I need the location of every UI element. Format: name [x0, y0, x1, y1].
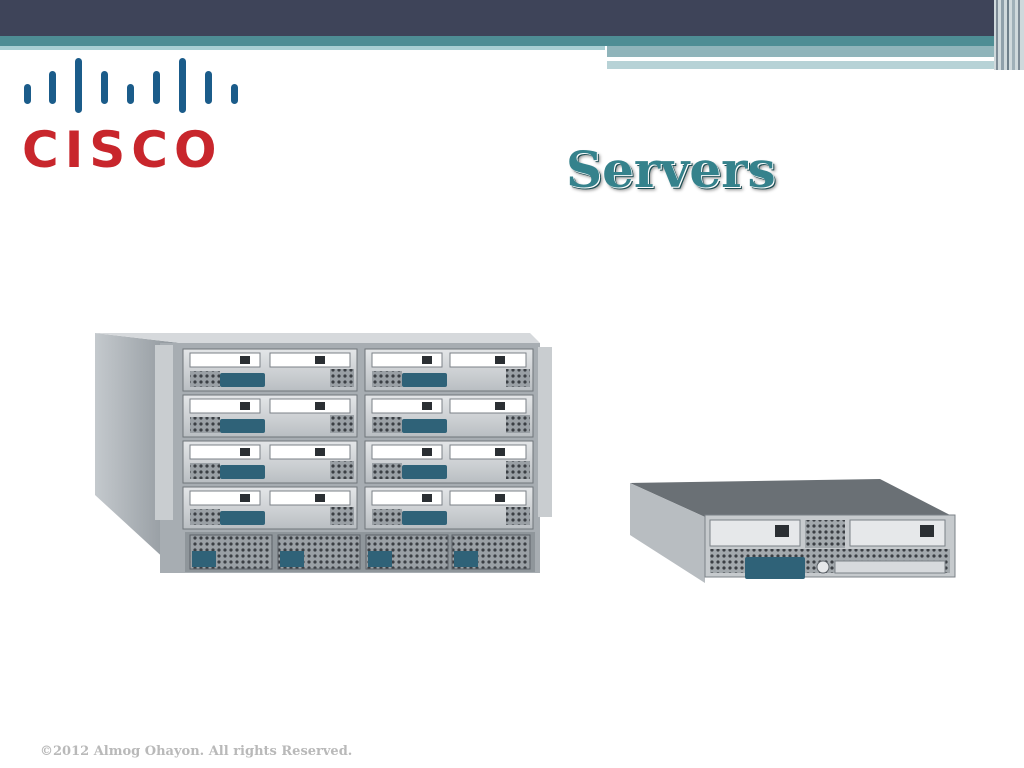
server-chassis-image	[95, 333, 552, 573]
copyright-footer: ©2012 Almog Ohayon. All rights Reserved.	[40, 744, 353, 759]
blade-server-image	[630, 479, 956, 583]
cisco-wordmark: CISCO	[22, 121, 223, 179]
header-right-bar	[607, 46, 1002, 57]
header-right-bar-lower	[607, 61, 1007, 69]
header-teal-bar	[0, 36, 1000, 46]
cisco-logo-icon	[24, 58, 238, 113]
header-light-bar	[0, 46, 605, 50]
header-stripes	[994, 0, 1024, 70]
header-dark-bar	[0, 0, 1024, 36]
header-right-gap	[607, 57, 947, 61]
slide-title: Servers	[566, 140, 776, 199]
